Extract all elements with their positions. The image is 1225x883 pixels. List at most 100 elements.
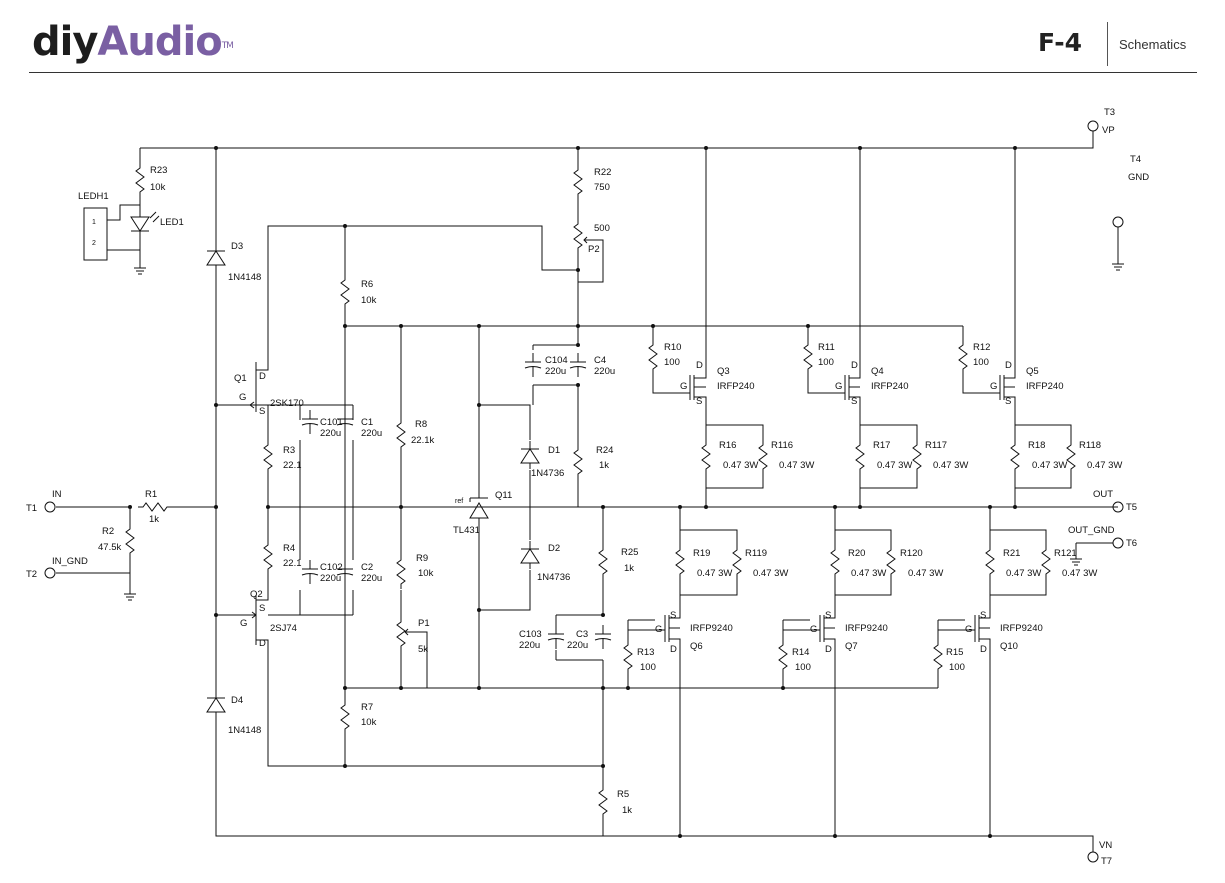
diode-d1 (520, 440, 540, 470)
svg-text:G: G (239, 392, 246, 403)
svg-text:1k: 1k (624, 563, 634, 574)
capacitor-c3 (594, 624, 612, 650)
mosfet-q3 (680, 370, 707, 400)
resistor-r8 (396, 417, 406, 453)
svg-text:C102: C102 (320, 562, 343, 573)
led-led1 (130, 210, 160, 240)
svg-text:S: S (1005, 396, 1011, 407)
svg-text:R7: R7 (361, 702, 373, 713)
resistor-r19 (675, 544, 685, 580)
svg-text:S: S (825, 610, 831, 621)
svg-text:R2: R2 (102, 526, 114, 537)
svg-text:S: S (259, 603, 265, 614)
model-title: F-4 (1038, 28, 1083, 57)
svg-text:0.47 3W: 0.47 3W (1006, 568, 1041, 579)
resistor-r16 (701, 439, 711, 475)
resistor-r17 (855, 439, 865, 475)
svg-text:1N4736: 1N4736 (537, 572, 570, 583)
svg-text:Q5: Q5 (1026, 366, 1039, 377)
resistor-r12 (958, 339, 968, 375)
svg-text:P1: P1 (418, 618, 430, 629)
mosfet-q4 (835, 370, 861, 400)
svg-text:Q4: Q4 (871, 366, 884, 377)
svg-text:0.47 3W: 0.47 3W (753, 568, 788, 579)
header-rule (29, 72, 1197, 73)
svg-text:R116: R116 (771, 440, 793, 451)
svg-text:Q2: Q2 (250, 589, 263, 600)
svg-text:0.47 3W: 0.47 3W (908, 568, 943, 579)
svg-text:220u: 220u (361, 573, 382, 584)
svg-text:ref: ref (455, 498, 463, 505)
capacitor-c103 (547, 624, 565, 650)
svg-text:R15: R15 (946, 647, 963, 658)
svg-text:P2: P2 (588, 244, 600, 255)
resistor-r121 (1041, 544, 1051, 580)
label-vp: VP (1102, 125, 1115, 136)
diode-d3 (206, 242, 226, 272)
svg-text:Q7: Q7 (845, 641, 858, 652)
resistor-r20 (830, 544, 840, 580)
svg-text:10k: 10k (361, 295, 377, 306)
svg-text:0.47 3W: 0.47 3W (1087, 460, 1122, 471)
svg-text:D: D (825, 644, 832, 655)
svg-text:0.47 3W: 0.47 3W (1062, 568, 1097, 579)
svg-text:R24: R24 (596, 445, 613, 456)
svg-text:100: 100 (949, 662, 965, 673)
svg-text:G: G (965, 624, 972, 635)
svg-text:0.47 3W: 0.47 3W (723, 460, 758, 471)
terminal-t1 (44, 501, 56, 513)
capacitor-c102 (301, 559, 319, 585)
svg-text:0.47 3W: 0.47 3W (779, 460, 814, 471)
ground-symbol (1111, 257, 1125, 271)
svg-text:Q10: Q10 (1000, 641, 1018, 652)
svg-text:2: 2 (92, 240, 96, 247)
resistor-r2 (125, 523, 135, 559)
ground-symbol (123, 587, 137, 601)
resistor-r11 (803, 339, 813, 375)
svg-text:IRFP9240: IRFP9240 (845, 623, 888, 634)
svg-text:IRFP240: IRFP240 (717, 381, 755, 392)
svg-text:S: S (696, 396, 702, 407)
svg-text:D: D (259, 371, 266, 382)
svg-text:2SK170: 2SK170 (270, 398, 304, 409)
label-ledh1: LEDH1 (78, 191, 109, 202)
svg-text:IRFP240: IRFP240 (871, 381, 909, 392)
resistor-r4 (263, 539, 273, 575)
svg-text:100: 100 (818, 357, 834, 368)
svg-text:D: D (259, 638, 266, 649)
resistor-r6 (340, 274, 350, 310)
svg-text:100: 100 (664, 357, 680, 368)
svg-text:TL431: TL431 (453, 525, 480, 536)
mosfet-q10 (965, 615, 991, 645)
svg-text:C101: C101 (320, 417, 343, 428)
svg-text:500: 500 (594, 223, 610, 234)
diyaudio-logo: diyAudioTM (32, 19, 234, 65)
terminal-t4 (1112, 216, 1124, 228)
svg-text:R18: R18 (1028, 440, 1045, 451)
svg-text:S: S (670, 610, 676, 621)
svg-text:R121: R121 (1054, 548, 1077, 559)
svg-text:Q3: Q3 (717, 366, 730, 377)
svg-text:10k: 10k (361, 717, 377, 728)
svg-text:R117: R117 (925, 440, 947, 451)
svg-text:Q11: Q11 (495, 490, 512, 501)
resistor-r116 (758, 439, 768, 475)
svg-text:C104: C104 (545, 355, 568, 366)
terminal-t7 (1087, 851, 1099, 863)
svg-text:0.47 3W: 0.47 3W (1032, 460, 1067, 471)
svg-text:R21: R21 (1003, 548, 1020, 559)
svg-text:R25: R25 (621, 547, 638, 558)
svg-text:G: G (655, 624, 662, 635)
label-t7: T7 (1101, 856, 1112, 867)
svg-text:IRFP240: IRFP240 (1026, 381, 1064, 392)
resistor-r18 (1010, 439, 1020, 475)
svg-text:G: G (810, 624, 817, 635)
svg-text:1N4736: 1N4736 (531, 468, 564, 479)
gate-wires (627, 620, 965, 631)
label-t2: T2 (26, 569, 37, 580)
svg-text:R1: R1 (145, 489, 157, 500)
svg-text:R16: R16 (719, 440, 736, 451)
svg-text:R120: R120 (900, 548, 923, 559)
svg-text:1N4148: 1N4148 (228, 725, 261, 736)
